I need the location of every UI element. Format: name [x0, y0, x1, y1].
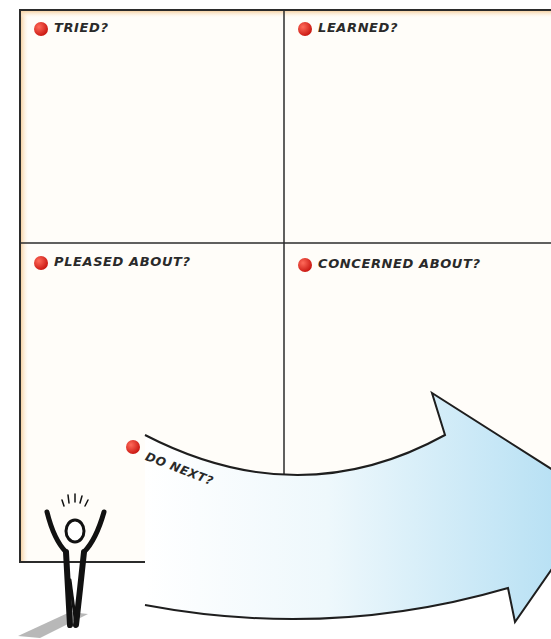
red-dot	[34, 256, 48, 270]
arrow-fill	[145, 393, 551, 622]
quadrant-heading: PLEASED ABOUT?	[54, 254, 191, 269]
question-quadrant: TRIED?	[20, 10, 284, 243]
red-dot	[298, 258, 312, 272]
red-dot	[34, 22, 48, 36]
frame-glow	[21, 11, 29, 561]
person-figure	[47, 494, 104, 625]
quadrant-heading: CONCERNED ABOUT?	[318, 256, 481, 271]
arrow-outline	[145, 393, 551, 622]
figure-head	[66, 520, 84, 542]
question-quadrant: CONCERNED ABOUT?	[284, 243, 551, 433]
red-dot	[298, 22, 312, 36]
question-quadrant: PLEASED ABOUT?	[20, 243, 284, 433]
grid-line	[283, 10, 285, 485]
quadrant-heading: TRIED?	[54, 20, 109, 35]
question-quadrant: LEARNED?	[284, 10, 551, 243]
red-dot	[126, 440, 140, 454]
grid-line	[20, 242, 551, 244]
frame-glow	[21, 11, 551, 18]
quadrant-heading: LEARNED?	[318, 20, 398, 35]
